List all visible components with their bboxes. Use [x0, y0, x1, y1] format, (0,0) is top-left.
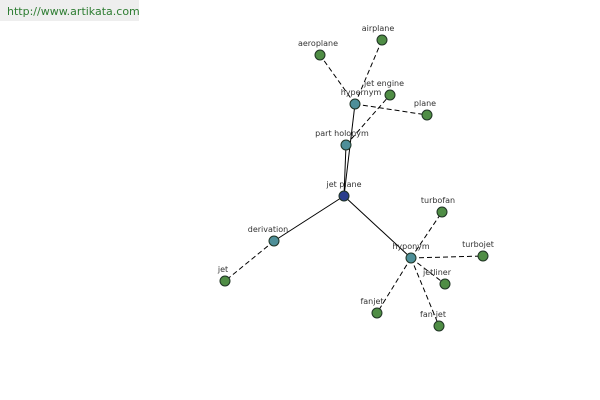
node-marker-jetliner[interactable]: [439, 278, 451, 290]
edges-layer: [224, 39, 484, 327]
node-aeroplane[interactable]: aeroplane: [298, 39, 338, 61]
node-label-jet-engine: jet engine: [363, 79, 404, 88]
nodes-layer: jet plane part holonym hypernym hyponym deri…: [217, 24, 494, 332]
node-turbofan[interactable]: turbofan: [421, 196, 455, 218]
node-label-aeroplane: aeroplane: [298, 39, 338, 48]
node-fan-jet[interactable]: fan-jet: [420, 310, 446, 332]
node-jet[interactable]: jet: [217, 265, 231, 287]
edge-hypernym-to-airplane: [354, 39, 383, 105]
node-marker-derivation[interactable]: [268, 235, 280, 247]
edge-hyponym-to-jetliner: [410, 257, 446, 285]
edge-hypernym-to-aeroplane: [319, 54, 356, 105]
node-jetliner[interactable]: jetliner: [422, 268, 452, 290]
node-label-hyponym: hyponym: [392, 242, 430, 251]
node-label-fanjet: fanjet: [360, 297, 383, 306]
node-label-part-holonym: part holonym: [315, 129, 369, 138]
node-label-turbojet: turbojet: [462, 240, 494, 249]
node-jet-engine[interactable]: jet engine: [363, 79, 404, 101]
edge-part-holonym-to-jet-engine: [345, 94, 391, 146]
node-label-turbofan: turbofan: [421, 196, 455, 205]
node-label-airplane: airplane: [362, 24, 395, 33]
node-label-jet-plane: jet plane: [325, 180, 361, 189]
node-marker-fan-jet[interactable]: [433, 320, 445, 332]
node-marker-aeroplane[interactable]: [314, 49, 326, 61]
node-marker-turbojet[interactable]: [477, 250, 489, 262]
node-label-jetliner: jetliner: [422, 268, 452, 277]
node-hypernym[interactable]: hypernym: [341, 88, 382, 110]
node-marker-jet-engine[interactable]: [384, 89, 396, 101]
node-marker-part-holonym[interactable]: [340, 139, 352, 151]
node-jet-plane[interactable]: jet plane: [325, 180, 362, 202]
node-marker-airplane[interactable]: [376, 34, 388, 46]
source-link[interactable]: http://www.artikata.com: [0, 0, 140, 21]
edge-hyponym-to-fan-jet: [410, 257, 440, 327]
node-turbojet[interactable]: turbojet: [462, 240, 494, 262]
node-label-fan-jet: fan-jet: [420, 310, 446, 319]
edge-hyponym-to-turbofan: [410, 211, 443, 259]
node-marker-hyponym[interactable]: [405, 252, 417, 264]
node-part-holonym[interactable]: part holonym: [315, 129, 369, 151]
edge-hypernym-to-plane: [354, 103, 428, 116]
node-plane[interactable]: plane: [414, 99, 436, 121]
edge-hyponym-to-turbojet: [410, 255, 484, 259]
node-label-jet: jet: [217, 265, 228, 274]
edge-derivation-to-jet: [224, 240, 275, 282]
node-marker-jet-plane[interactable]: [338, 190, 350, 202]
edge-jet-plane-to-part-holonym: [343, 144, 347, 197]
node-hyponym[interactable]: hyponym: [392, 242, 430, 264]
node-marker-fanjet[interactable]: [371, 307, 383, 319]
node-fanjet[interactable]: fanjet: [360, 297, 384, 319]
node-airplane[interactable]: airplane: [362, 24, 395, 46]
node-label-derivation: derivation: [248, 225, 288, 234]
node-marker-hypernym[interactable]: [349, 98, 361, 110]
node-derivation[interactable]: derivation: [248, 225, 288, 247]
node-label-plane: plane: [414, 99, 436, 108]
node-label-hypernym: hypernym: [341, 88, 382, 97]
node-marker-jet[interactable]: [219, 275, 231, 287]
node-marker-plane[interactable]: [421, 109, 433, 121]
edge-jet-plane-to-derivation: [273, 195, 345, 242]
edge-jet-plane-to-hyponym: [343, 195, 412, 259]
edge-hyponym-to-fanjet: [376, 257, 412, 314]
edge-jet-plane-to-hypernym: [343, 103, 356, 197]
node-marker-turbofan[interactable]: [436, 206, 448, 218]
